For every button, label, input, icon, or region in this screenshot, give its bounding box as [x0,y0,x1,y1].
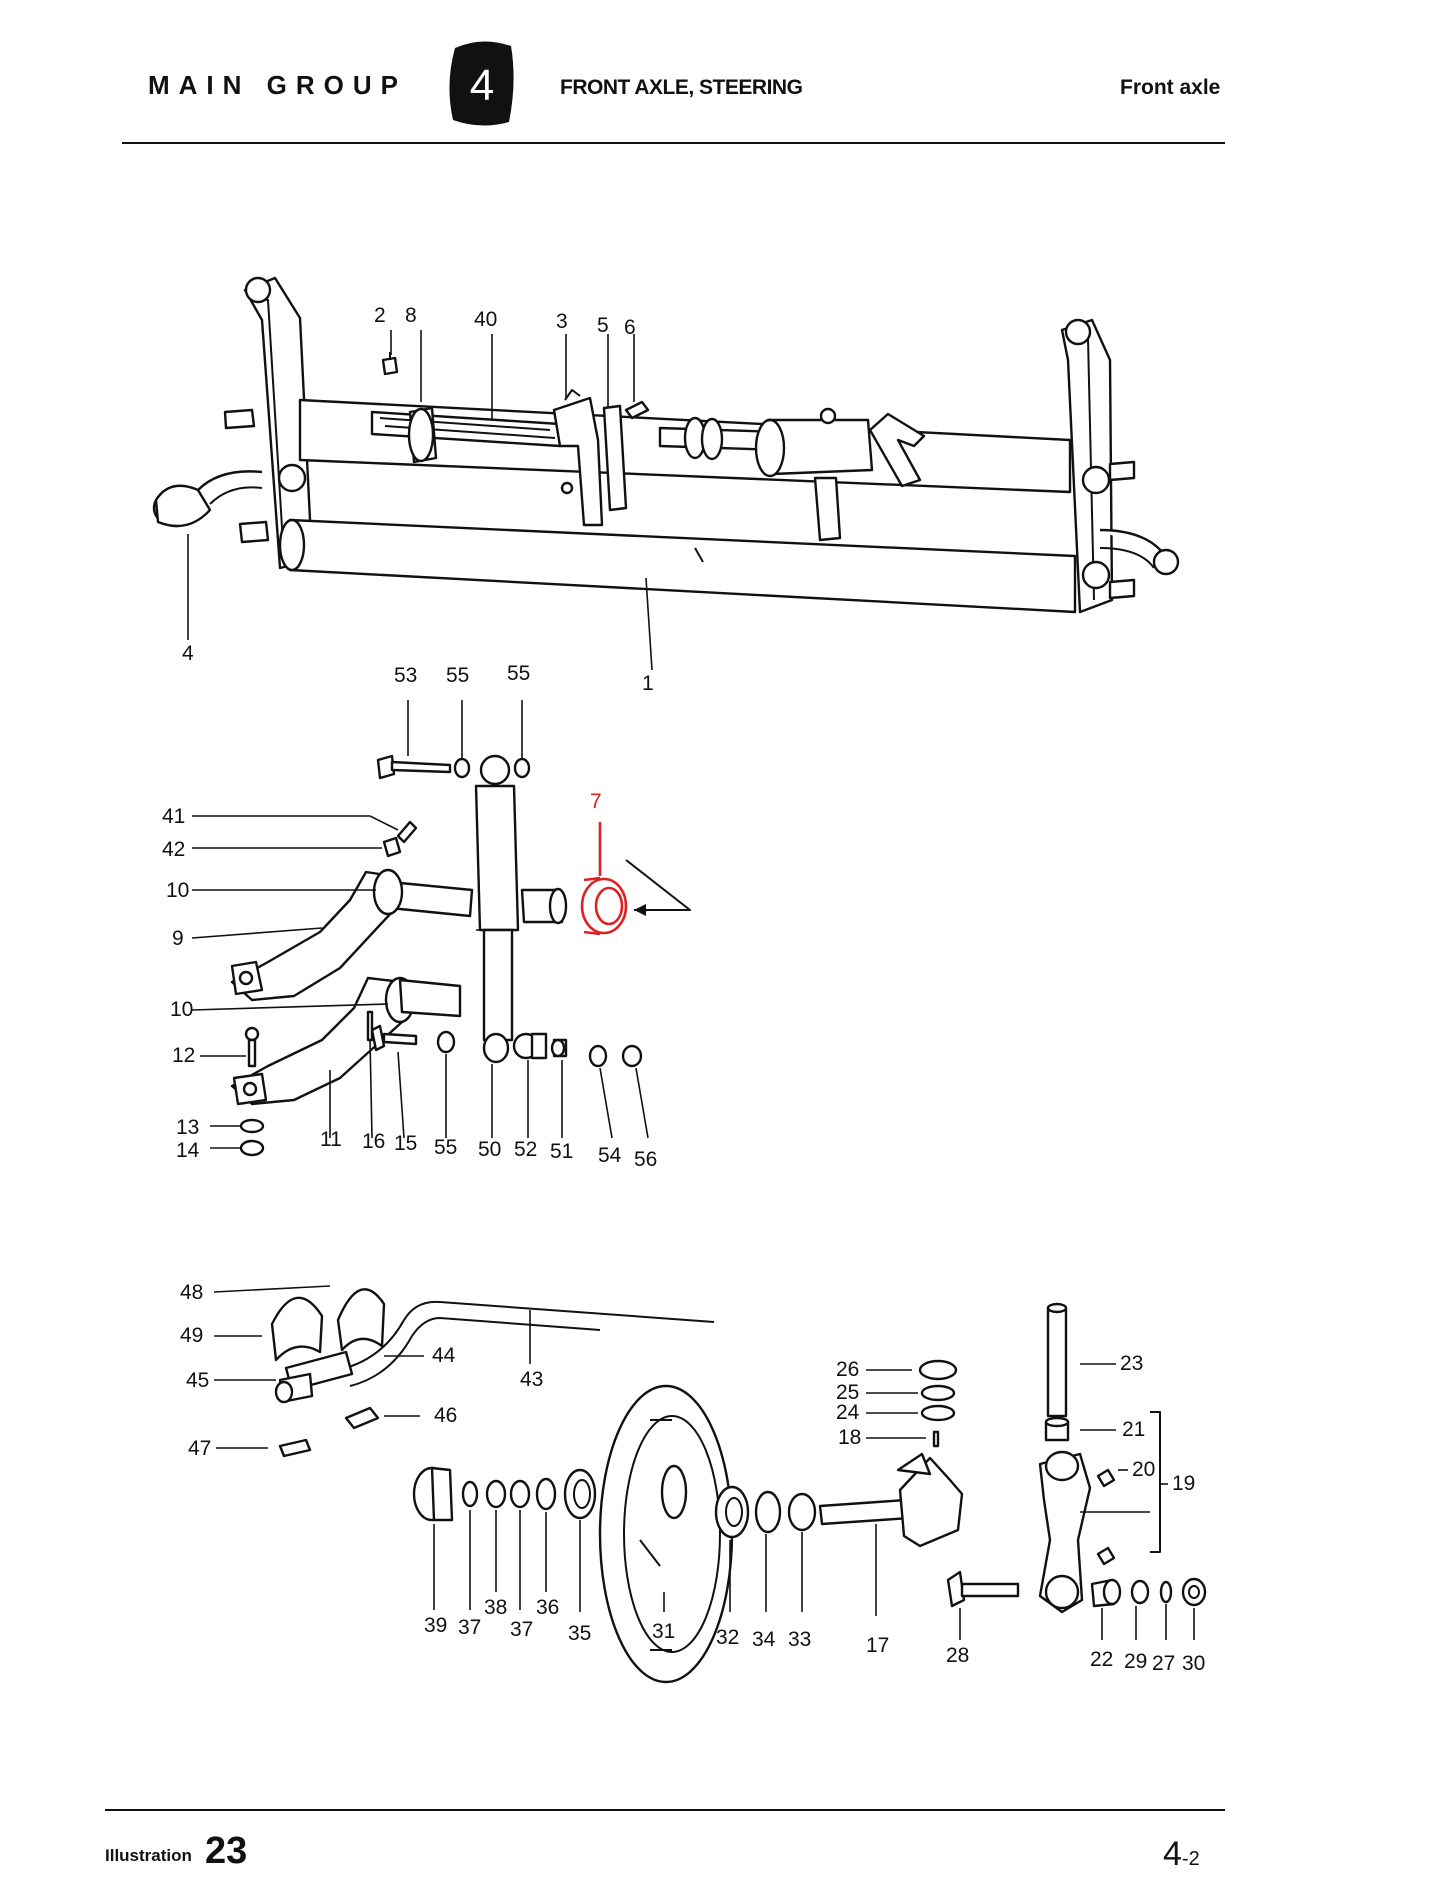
label-24: 24 [836,1401,860,1424]
label-9: 9 [172,927,184,950]
label-23: 23 [1120,1352,1143,1375]
label-26: 26 [836,1358,859,1381]
label-47: 47 [188,1437,211,1460]
label-18: 18 [838,1426,861,1449]
label-10-a: 10 [166,879,189,902]
label-40: 40 [474,308,497,331]
label-34: 34 [752,1628,776,1651]
page-subtitle: Front axle [1120,76,1221,99]
label-53: 53 [394,664,417,687]
label-21: 21 [1122,1418,1145,1441]
label-22: 22 [1090,1648,1113,1671]
group-number: 4 [470,61,494,110]
page-number-sub: -2 [1181,1848,1200,1870]
label-50: 50 [478,1138,501,1161]
label-55-a: 55 [446,664,469,687]
label-43: 43 [520,1368,543,1391]
label-42: 42 [162,838,185,861]
label-19: 19 [1172,1472,1195,1495]
page-number: 4-2 [1163,1835,1200,1874]
label-46: 46 [434,1404,457,1427]
label-11: 11 [320,1128,342,1151]
label-4: 4 [182,642,194,665]
leader-lines-middle [191,700,649,1149]
label-7-highlighted: 7 [590,790,602,813]
group-number-badge: 4 [449,41,514,126]
label-36: 36 [536,1596,559,1619]
label-14: 14 [176,1139,200,1162]
label-41: 41 [162,805,185,828]
label-13: 13 [176,1116,199,1139]
label-55-c: 55 [434,1136,457,1159]
label-15: 15 [394,1132,417,1155]
label-1: 1 [642,672,654,695]
label-8: 8 [405,304,417,327]
label-54: 54 [598,1144,622,1167]
label-52: 52 [514,1138,537,1161]
part-labels: 2 8 40 3 5 6 4 1 53 55 55 7 41 42 10 9 1… [162,304,1205,1675]
label-25: 25 [836,1381,859,1404]
section-title: FRONT AXLE, STEERING [560,76,803,99]
leader-lines-bottom [213,1285,1195,1640]
footer-rule [105,1809,1225,1811]
label-3: 3 [556,310,568,333]
label-33: 33 [788,1628,811,1651]
label-27: 27 [1152,1652,1175,1675]
label-20: 20 [1132,1458,1155,1481]
label-35: 35 [568,1622,591,1645]
stabilizer-group [270,1288,1207,1684]
page-number-main: 4 [1163,1835,1182,1873]
header-rule [122,142,1225,144]
label-32: 32 [716,1626,739,1649]
label-44: 44 [432,1344,456,1367]
illustration-number: 23 [205,1830,248,1872]
axle-beam-assembly [152,276,1180,614]
label-37-a: 37 [458,1616,481,1639]
label-31: 31 [652,1620,675,1643]
label-56: 56 [634,1148,657,1171]
label-30: 30 [1182,1652,1205,1675]
label-2: 2 [374,304,386,327]
label-45: 45 [186,1369,209,1392]
label-49: 49 [180,1324,203,1347]
illustration-label: Illustration [105,1846,192,1865]
label-28: 28 [946,1644,969,1667]
label-39: 39 [424,1614,447,1637]
label-48: 48 [180,1281,203,1304]
shock-absorber-group [230,754,691,1157]
label-5: 5 [597,314,609,337]
label-6: 6 [624,316,636,339]
label-12: 12 [172,1044,195,1067]
label-16: 16 [362,1130,385,1153]
label-10-b: 10 [170,998,193,1021]
label-29: 29 [1124,1650,1147,1673]
label-55-b: 55 [507,662,530,685]
label-37-b: 37 [510,1618,533,1641]
label-17: 17 [866,1634,889,1657]
label-38: 38 [484,1596,507,1619]
main-group-label: MAIN GROUP [148,70,407,100]
leader-lines-top [187,330,653,671]
label-51: 51 [550,1140,573,1163]
